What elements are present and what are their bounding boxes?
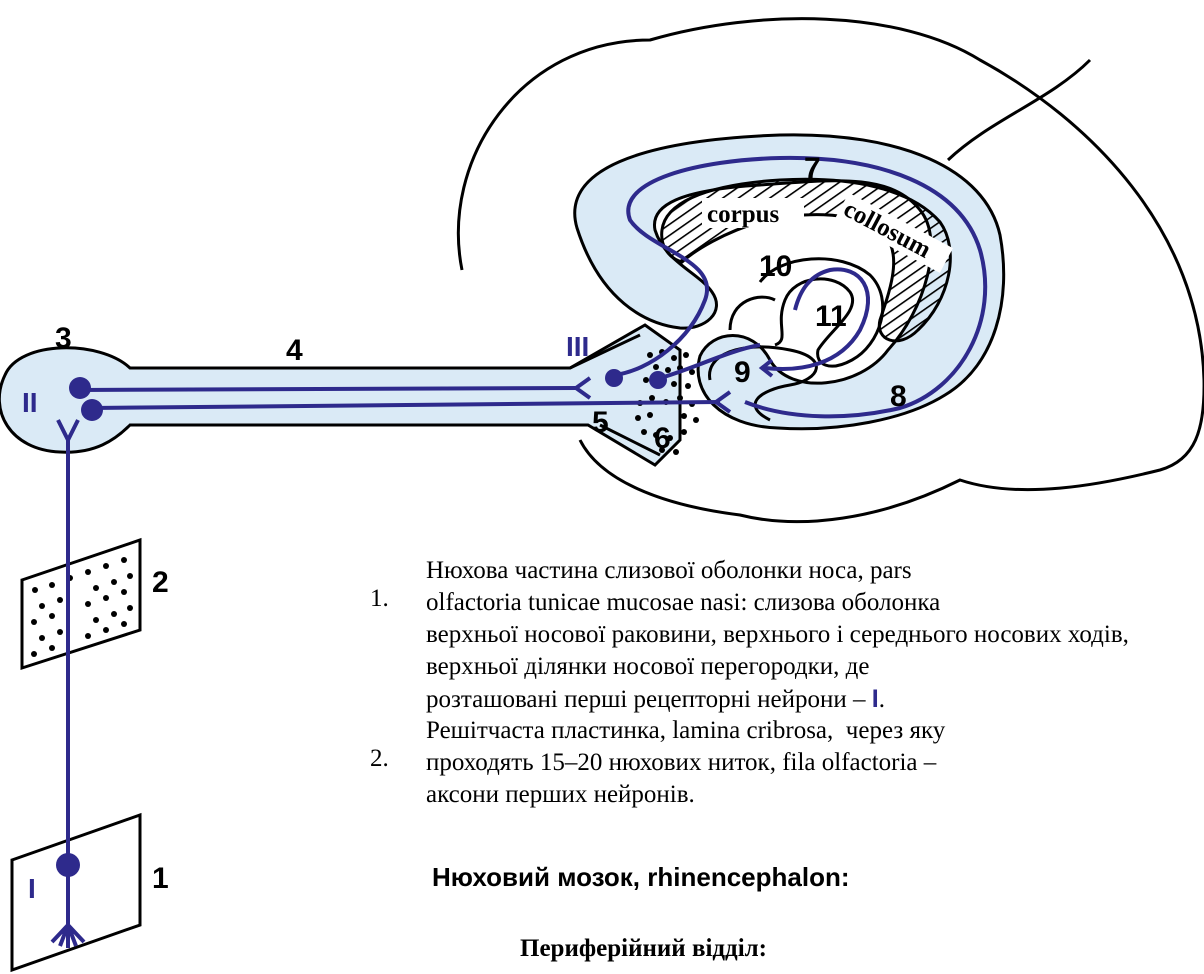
legend-item-2-line-2: проходять 15–20 нюхових ниток, fila olfa…: [426, 749, 936, 777]
legend-item-1-line-4: верхньої ділянки носової перегородки, де: [426, 653, 870, 681]
section-heading: Нюховий мозок, rhinencephalon:: [432, 862, 850, 893]
label-9: 9: [734, 356, 751, 389]
legend-item-1-end: .: [879, 686, 885, 713]
legend-item-2-line-1: Решітчаста пластинка, lamina cribrosa, ч…: [426, 717, 945, 745]
label-8: 8: [890, 380, 907, 413]
label-4: 4: [286, 334, 303, 367]
label-11: 11: [815, 300, 847, 333]
legend-item-2: 2. Решітчаста пластинка, lamina cribrosa…: [370, 717, 1200, 817]
sulcus-line: [948, 60, 1090, 160]
neuron-label-I: I: [28, 873, 36, 904]
legend-item-1-line-2: olfactoria tunicae mucosae nasi: слизова…: [426, 589, 940, 617]
section-subheading: Периферійний відділ:: [520, 935, 767, 963]
legend-item-1-line-5-text: розташовані перші рецепторні нейрони –: [426, 686, 872, 713]
label-3: 3: [55, 322, 72, 355]
olfactory-pathway: [52, 158, 985, 948]
legend-item-1-line-3: верхньої носової раковини, верхнього і с…: [426, 621, 1129, 649]
legend-item-2-line-3: аксони перших нейронів.: [426, 781, 695, 809]
label-10: 10: [759, 250, 792, 283]
legend-item-2-index: 2.: [370, 745, 389, 773]
legend-item-1-line-5: розташовані перші рецепторні нейрони – I…: [426, 685, 885, 714]
legend-item-1: 1. Нюхова частина слизової оболонки носа…: [370, 557, 1200, 737]
label-5: 5: [592, 406, 609, 439]
legend-item-1-line-1: Нюхова частина слизової оболонки носа, p…: [426, 557, 912, 585]
legend-item-1-index: 1.: [370, 585, 389, 613]
label-2: 2: [152, 566, 169, 599]
corpus-label: corpus: [707, 201, 780, 228]
septum-curve: [730, 297, 775, 330]
neuron-I-marker: I: [872, 685, 879, 713]
label-7: 7: [804, 152, 821, 185]
neuron-label-II: II: [22, 387, 38, 418]
label-6: 6: [654, 422, 671, 455]
neuron-label-III: III: [566, 331, 589, 362]
label-1: 1: [152, 862, 169, 895]
